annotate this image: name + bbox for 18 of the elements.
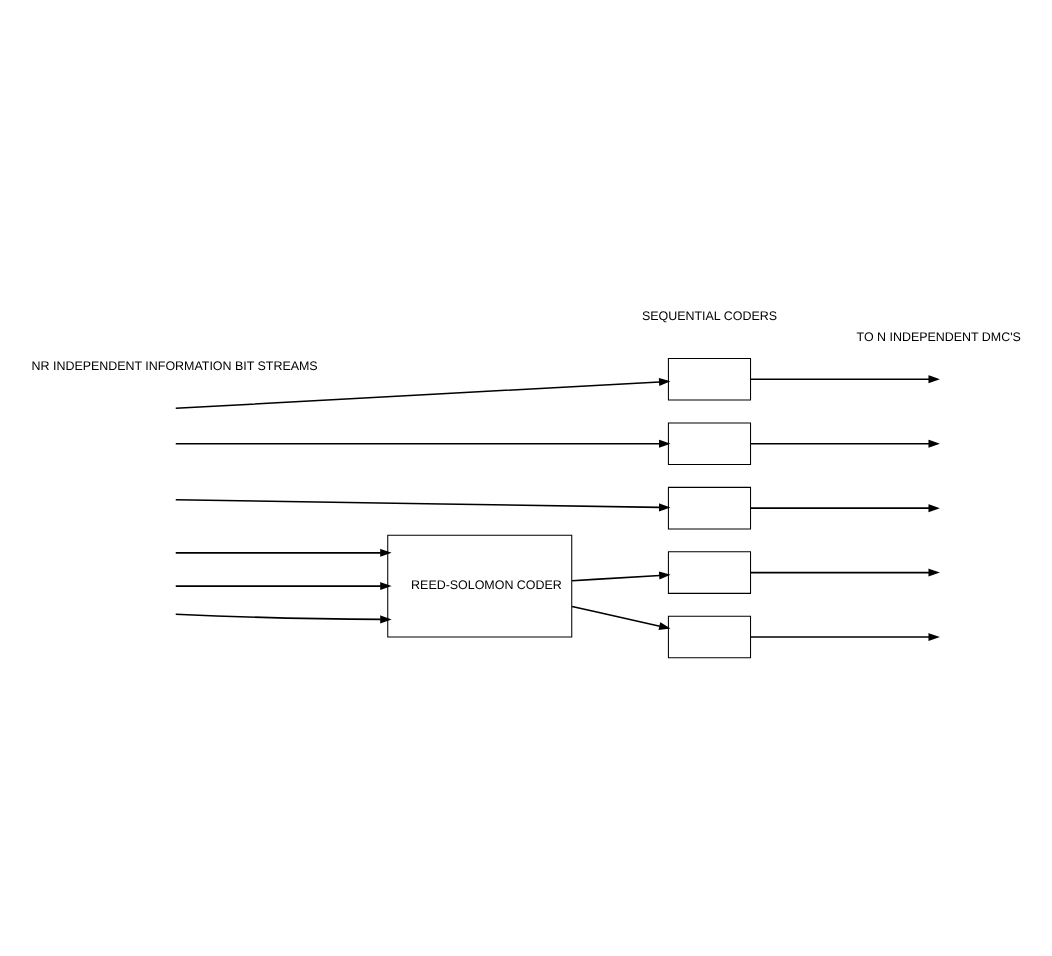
arrow (749, 439, 940, 448)
arrow (175, 499, 671, 512)
node-box (667, 486, 752, 530)
arrow (571, 571, 671, 582)
arrow (175, 613, 392, 624)
arrow (175, 377, 671, 410)
arrow (749, 633, 940, 642)
node-box (667, 615, 752, 659)
arrow (175, 548, 392, 557)
node-box (667, 357, 752, 401)
arrow (175, 439, 671, 448)
arrow (749, 375, 940, 384)
arrow (175, 582, 392, 591)
arrow (749, 504, 940, 513)
node-box (667, 551, 752, 594)
arrow (571, 605, 671, 630)
node-box (667, 422, 752, 465)
arrow (749, 568, 940, 577)
